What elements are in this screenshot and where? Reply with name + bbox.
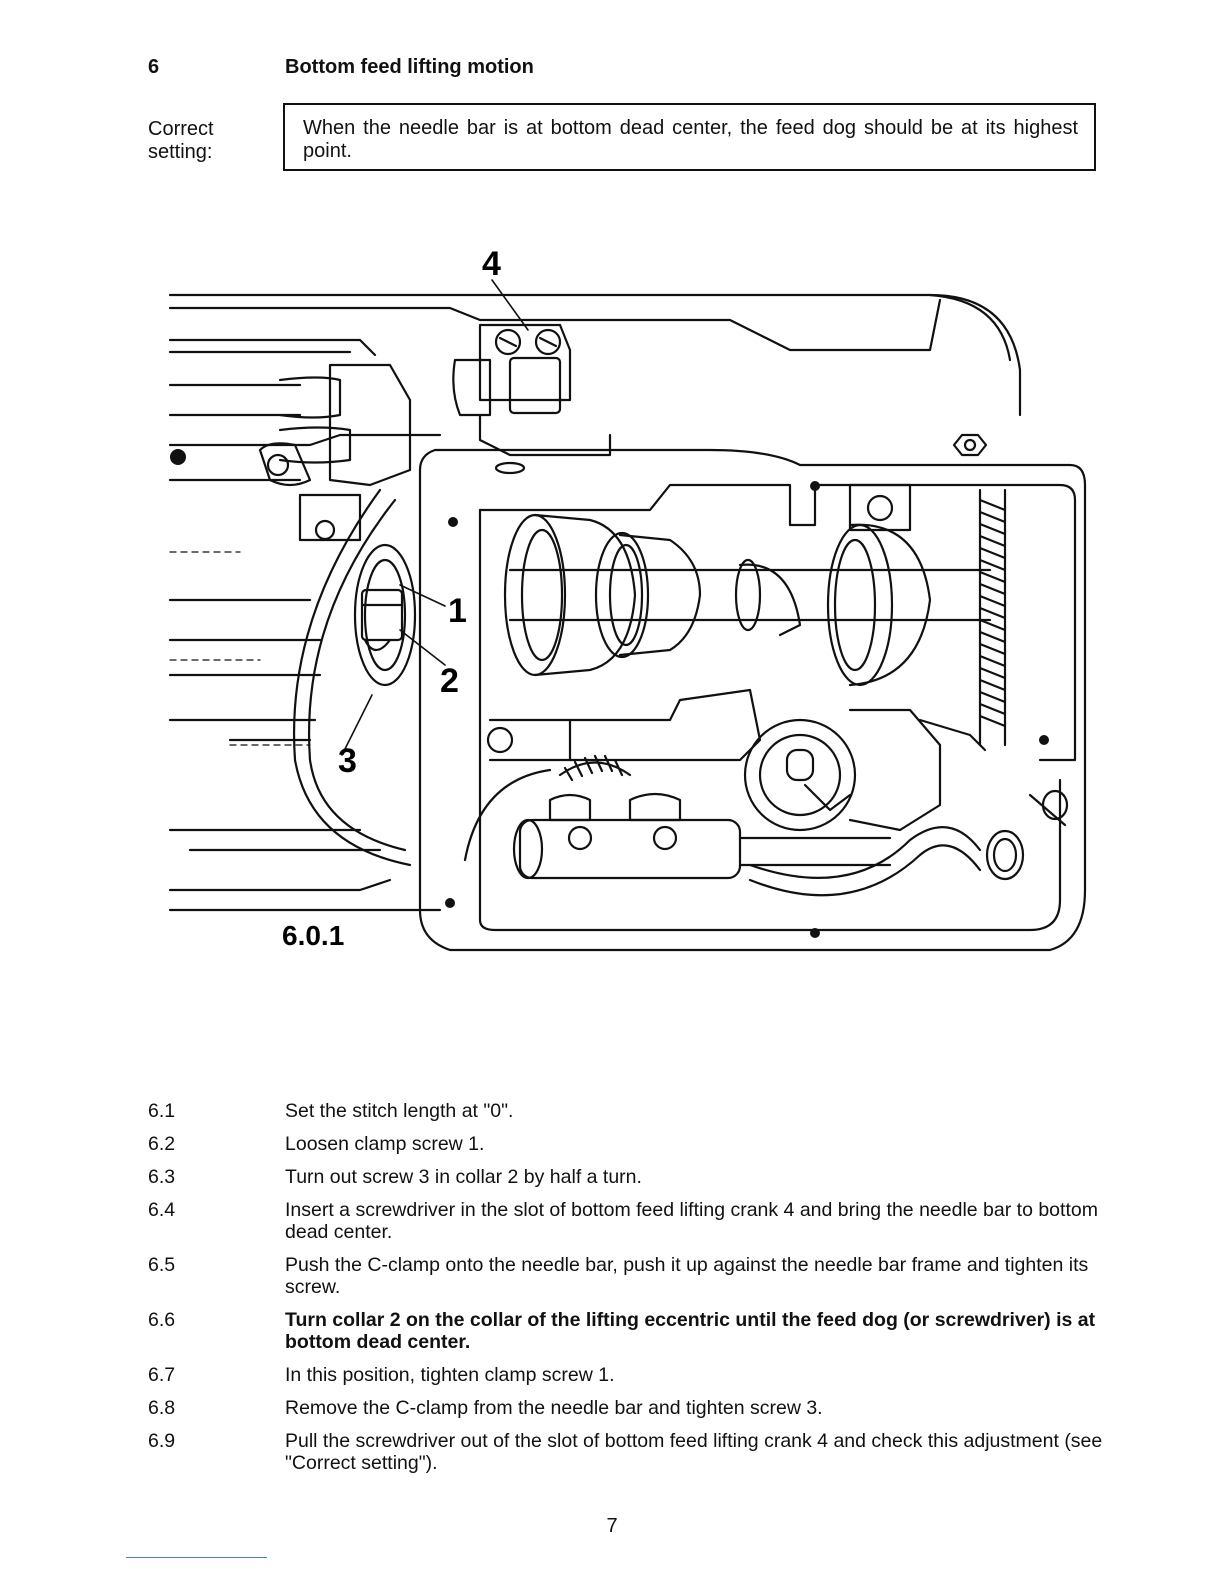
mechanism-illustration: 4 1 2 3 6.0.1 bbox=[168, 245, 1087, 952]
step-text: Push the C-clamp onto the needle bar, pu… bbox=[285, 1254, 1089, 1298]
step-number: 6.8 bbox=[148, 1397, 176, 1419]
step-text: In this position, tighten clamp screw 1. bbox=[285, 1364, 615, 1386]
procedure-steps: 6.1 Set the stitch length at "0". 6.2 Lo… bbox=[148, 1100, 1103, 1485]
step-number: 6.9 bbox=[148, 1430, 176, 1452]
step-6-1: 6.1 Set the stitch length at "0". bbox=[148, 1100, 1103, 1122]
step-6-9: 6.9 Pull the screwdriver out of the slot… bbox=[148, 1430, 1103, 1474]
step-number: 6.6 bbox=[148, 1309, 176, 1331]
step-text: Loosen clamp screw 1. bbox=[285, 1133, 485, 1155]
step-6-8: 6.8 Remove the C-clamp from the needle b… bbox=[148, 1397, 1103, 1419]
figure-label: 6.0.1 bbox=[282, 920, 344, 951]
step-6-4: 6.4 Insert a screwdriver in the slot of … bbox=[148, 1199, 1103, 1243]
step-6-7: 6.7 In this position, tighten clamp scre… bbox=[148, 1364, 1103, 1386]
step-number: 6.7 bbox=[148, 1364, 176, 1386]
step-number: 6.2 bbox=[148, 1133, 176, 1155]
correct-setting-box: When the needle bar is at bottom dead ce… bbox=[283, 103, 1096, 171]
step-number: 6.3 bbox=[148, 1166, 176, 1188]
footnote-divider bbox=[126, 1557, 267, 1558]
callout-3: 3 bbox=[338, 742, 357, 780]
callout-2: 2 bbox=[440, 662, 459, 700]
step-text: Set the stitch length at "0". bbox=[285, 1100, 514, 1122]
section-number: 6 bbox=[148, 56, 160, 78]
step-number: 6.1 bbox=[148, 1100, 176, 1122]
step-text: Pull the screwdriver out of the slot of … bbox=[285, 1430, 1103, 1474]
step-text: Insert a screwdriver in the slot of bott… bbox=[285, 1199, 1098, 1243]
step-6-5: 6.5 Push the C-clamp onto the needle bar… bbox=[148, 1254, 1103, 1298]
step-text: Remove the C-clamp from the needle bar a… bbox=[285, 1397, 823, 1419]
correct-setting-text: When the needle bar is at bottom dead ce… bbox=[303, 117, 1078, 162]
page-number: 7 bbox=[606, 1515, 618, 1537]
step-number: 6.4 bbox=[148, 1199, 176, 1221]
step-text: Turn collar 2 on the collar of the lifti… bbox=[285, 1309, 1096, 1353]
section-title: Bottom feed lifting motion bbox=[285, 56, 534, 78]
callout-4: 4 bbox=[482, 245, 501, 283]
step-6-2: 6.2 Loosen clamp screw 1. bbox=[148, 1133, 1103, 1155]
step-number: 6.5 bbox=[148, 1254, 176, 1276]
step-text: Turn out screw 3 in collar 2 by half a t… bbox=[285, 1166, 642, 1188]
correct-setting-label: Correct setting: bbox=[148, 118, 214, 163]
callout-1: 1 bbox=[448, 592, 467, 630]
step-6-6: 6.6 Turn collar 2 on the collar of the l… bbox=[148, 1309, 1103, 1353]
step-6-3: 6.3 Turn out screw 3 in collar 2 by half… bbox=[148, 1166, 1103, 1188]
